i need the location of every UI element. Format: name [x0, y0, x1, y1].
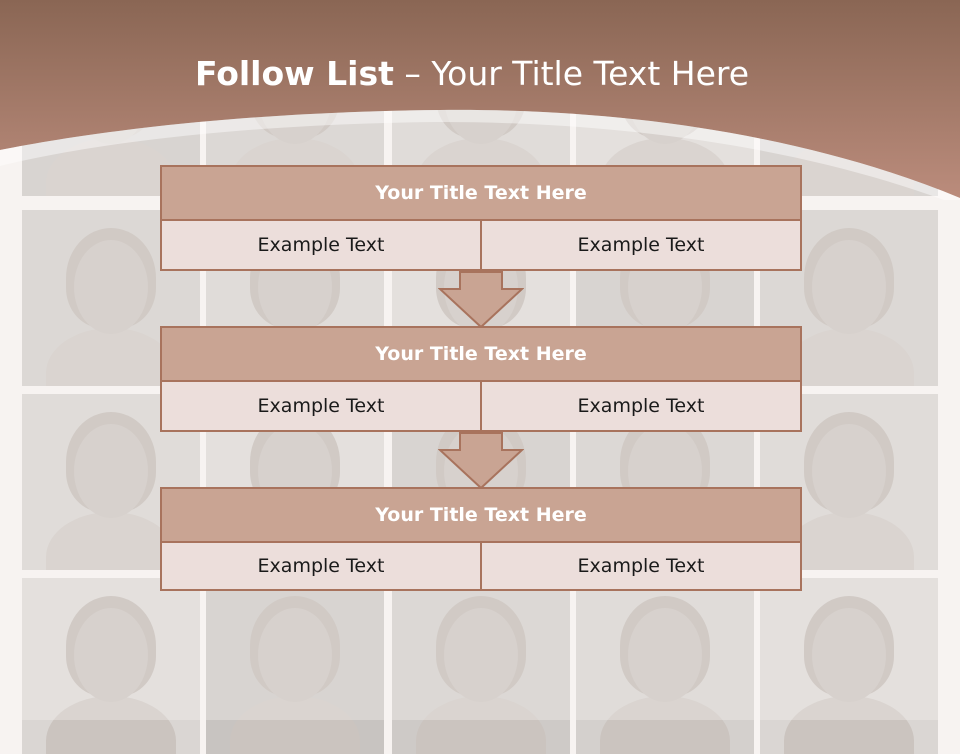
step-box-2: Your Title Text Here Example Text Exampl… [160, 326, 802, 432]
slide-title: Follow List – Your Title Text Here [0, 54, 944, 93]
header-band [0, 0, 960, 200]
down-arrow-icon [438, 432, 524, 490]
step-cell-left: Example Text [160, 382, 482, 432]
portrait-photo [22, 394, 200, 570]
step-cell-right: Example Text [482, 543, 802, 591]
portrait-photo [22, 210, 200, 386]
slide-title-rest: – Your Title Text Here [393, 54, 750, 93]
step-title: Your Title Text Here [160, 165, 802, 221]
step-cell-left: Example Text [160, 221, 482, 271]
header-curve-highlight [0, 109, 960, 200]
step-title: Your Title Text Here [160, 326, 802, 382]
step-cell-right: Example Text [482, 221, 802, 271]
down-arrow-icon [438, 271, 524, 329]
step-box-1: Your Title Text Here Example Text Exampl… [160, 165, 802, 271]
step-cell-right: Example Text [482, 382, 802, 432]
step-box-3: Your Title Text Here Example Text Exampl… [160, 487, 802, 591]
step-cell-left: Example Text [160, 543, 482, 591]
step-title: Your Title Text Here [160, 487, 802, 543]
header-curve [0, 0, 960, 198]
slide-title-bold: Follow List [194, 54, 394, 93]
